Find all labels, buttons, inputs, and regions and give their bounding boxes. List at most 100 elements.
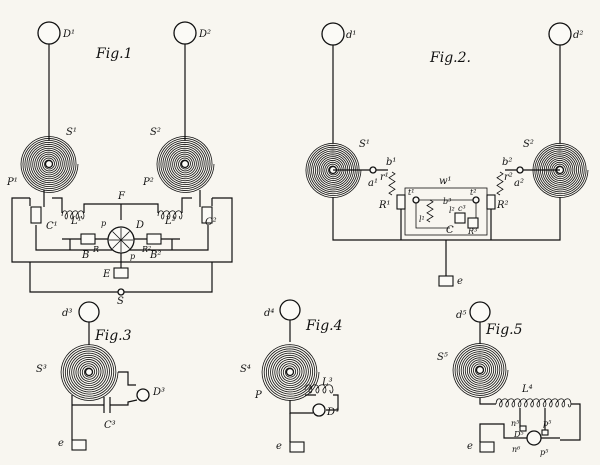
relay-R [80, 233, 96, 245]
detector-D5 [526, 430, 542, 446]
res-r1-zigzag [388, 171, 396, 196]
coil-f5-core [475, 365, 485, 375]
label-D5: D⁵ [513, 430, 524, 439]
resistance-l1 [426, 199, 434, 223]
label-p-top: p [101, 219, 106, 228]
label-S3: S³ [36, 364, 47, 375]
spark-gap-a1 [369, 166, 377, 174]
figure-4: Fig.4 d⁴ S⁴ P L³ D⁴ e [240, 299, 343, 453]
label-r1: r¹ [380, 172, 389, 183]
terminal-d3 [78, 301, 100, 323]
label-R: R [92, 245, 99, 254]
terminal-d1 [321, 22, 345, 46]
label-a1: a¹ [368, 178, 378, 189]
label-P: P [254, 390, 262, 401]
spiral-coil-S5 [452, 343, 509, 398]
label-D2: D² [198, 29, 211, 40]
spoke [112, 239, 122, 249]
label-p-bottom: p [130, 252, 135, 261]
ind-L3-loops [304, 384, 334, 394]
res-r2-zigzag [496, 171, 504, 196]
spiral-coil-S3 [60, 344, 119, 401]
spoke [120, 239, 130, 249]
fig5-title: Fig.5 [485, 322, 523, 338]
detector-D4 [312, 403, 326, 417]
coil-f4-core [285, 367, 295, 377]
terminal-d5 [469, 301, 491, 323]
label-t2: t² [470, 188, 476, 197]
label-t1: t¹ [408, 188, 414, 197]
label-l2: l² [449, 206, 455, 215]
relay-R2-fig2 [486, 194, 496, 210]
label-e-fig5: e [467, 441, 473, 452]
label-p5-bottom: p⁵ [540, 448, 549, 457]
condenser-C1 [30, 206, 42, 224]
label-a2: a² [514, 178, 524, 189]
label-D: D [135, 220, 144, 231]
label-C1: C¹ [46, 221, 58, 232]
spark-gap-a2 [516, 166, 524, 174]
receiver-circuit-w1 [404, 187, 488, 236]
label-w1: w¹ [439, 176, 452, 187]
label-P1: P¹ [6, 177, 18, 188]
label-L3: L³ [321, 377, 333, 388]
coil-f1b-core [180, 159, 190, 169]
label-C3: C³ [104, 420, 116, 431]
label-R1: R¹ [378, 200, 391, 211]
label-r2: r² [504, 172, 513, 183]
label-b1: b¹ [386, 157, 396, 168]
spiral-coil-S4 [261, 344, 320, 401]
label-B: B [81, 250, 89, 261]
inductance-L4 [495, 398, 572, 408]
switch-S [117, 288, 125, 296]
distributor-spokes [109, 228, 133, 252]
label-b2: b² [502, 157, 512, 168]
label-L1: L¹ [70, 216, 82, 227]
label-B2: B² [149, 250, 161, 261]
coil-f1a-core [44, 159, 54, 169]
contact-t2 [472, 196, 480, 204]
coil-f2a-winding [305, 143, 362, 198]
terminal-d2 [548, 22, 572, 46]
label-D4: D⁴ [326, 407, 339, 418]
res-l1-zigzag [426, 199, 434, 223]
label-n5: n⁵ [511, 419, 520, 428]
coil-f1a-winding [20, 136, 79, 193]
earth-plate-e-fig5 [479, 441, 495, 453]
fig4-title: Fig.4 [305, 318, 343, 334]
earth-plate-e-fig2 [438, 275, 454, 287]
label-L2: L² [164, 216, 176, 227]
fig1-title: Fig.1 [95, 46, 133, 62]
label-e-fig2: e [457, 276, 463, 287]
ind-L2-loops [157, 210, 183, 220]
label-C: C [446, 225, 454, 236]
earth-plate-e-fig4 [289, 441, 305, 453]
label-e-fig4: e [276, 441, 282, 452]
label-C2: C² [205, 217, 217, 228]
coil-f5-winding [452, 343, 509, 398]
ind-L4-loops [495, 398, 572, 408]
figure-5: Fig.5 d⁵ S⁵ L⁴ n⁵ p⁵ D⁵ p⁵ n⁶ e [437, 301, 581, 457]
label-R3: R³ [467, 227, 477, 236]
label-L4: L⁴ [521, 384, 533, 395]
earth-plate-e-fig3 [71, 439, 87, 451]
condenser-C2 [201, 206, 213, 224]
label-S2: S² [150, 127, 161, 138]
relay-R3 [467, 217, 479, 229]
label-S5: S⁵ [437, 352, 448, 363]
inductance-L1 [61, 210, 85, 220]
spiral-coil-S2 [156, 136, 215, 193]
condenser-c3 [454, 212, 466, 224]
label-b3: b³ [443, 197, 451, 206]
contact-t1 [412, 196, 420, 204]
figure-1: Fig.1 D¹ D² S¹ S² P¹ P² C¹ C² L¹ L² [6, 21, 233, 307]
label-R2-fig2: R² [496, 200, 509, 211]
label-S4: S⁴ [240, 364, 251, 375]
earth-plate-E [113, 267, 129, 279]
label-d3: d³ [62, 308, 72, 319]
inductance-L3 [304, 384, 334, 394]
label-d1: d¹ [346, 30, 356, 41]
label-c3: c³ [458, 204, 466, 213]
detector-D3 [136, 388, 150, 402]
relay-R1 [396, 194, 406, 210]
